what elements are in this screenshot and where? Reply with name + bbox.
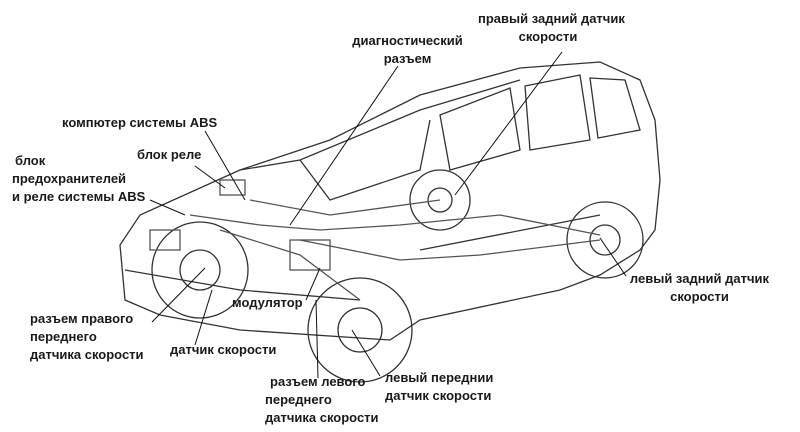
label-right-rear-sensor: правый задний датчик скорости bbox=[478, 10, 625, 46]
label-line: компютер системы ABS bbox=[62, 115, 218, 130]
label-line: датчика скорости bbox=[265, 410, 379, 425]
label-line: скорости bbox=[518, 29, 578, 44]
label-line: разъем правого bbox=[30, 311, 134, 326]
label-left-rear-sensor: левый задний датчик скорости bbox=[622, 270, 777, 306]
wheels bbox=[151, 169, 644, 383]
label-line: левый переднии bbox=[385, 370, 494, 385]
label-line: датчика скорости bbox=[30, 347, 144, 362]
label-line: разъем bbox=[383, 51, 432, 66]
label-line: блок реле bbox=[137, 147, 202, 162]
label-left-front-connector: разъем левого переднего датчика скорости bbox=[265, 373, 379, 427]
label-modulator: модулятор bbox=[232, 294, 303, 312]
brake-lines bbox=[149, 179, 601, 301]
van-body bbox=[119, 61, 661, 341]
label-line: и реле системы ABS bbox=[12, 189, 146, 204]
label-line: блок bbox=[15, 153, 46, 168]
label-line: датчик скорости bbox=[385, 388, 492, 403]
label-line: диагностический bbox=[352, 33, 463, 48]
label-line: правый задний датчик bbox=[478, 11, 625, 26]
label-line: левый задний датчик bbox=[629, 271, 770, 286]
label-fuse-block: блок предохранителей и реле системы ABS bbox=[12, 152, 145, 206]
label-speed-sensor: датчик скорости bbox=[170, 341, 276, 359]
label-line: предохранителей bbox=[12, 171, 127, 186]
label-line: датчик скорости bbox=[170, 342, 277, 357]
label-left-front-sensor: левый переднии датчик скорости bbox=[385, 369, 493, 405]
label-relay-block: блок реле bbox=[137, 146, 201, 164]
label-diag-connector: диагностический разъем bbox=[340, 32, 475, 68]
label-line: модулятор bbox=[232, 295, 303, 310]
label-right-front-connector: разъем правого переднего датчика скорост… bbox=[30, 310, 144, 364]
label-line: переднего bbox=[265, 392, 332, 407]
label-abs-computer: компютер системы ABS bbox=[62, 114, 217, 132]
label-line: скорости bbox=[670, 289, 729, 304]
leader-lines bbox=[149, 51, 627, 379]
label-line: переднего bbox=[30, 329, 97, 344]
label-line: разъем левого bbox=[270, 374, 366, 389]
